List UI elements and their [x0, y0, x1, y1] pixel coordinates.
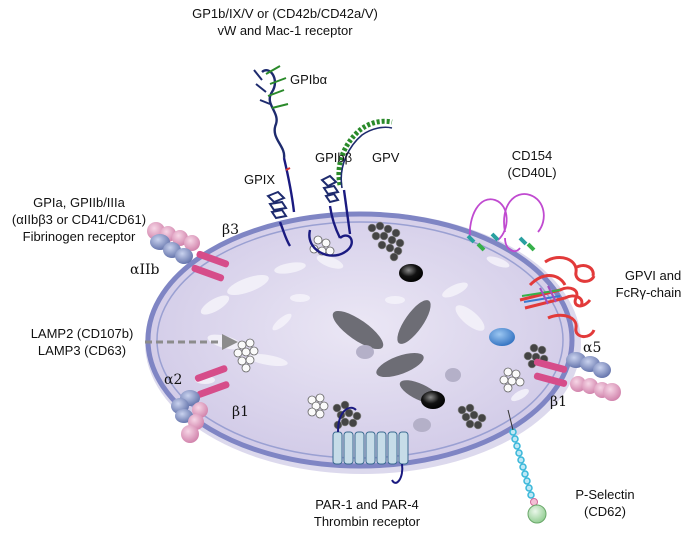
gpib-alpha-label: GPIbα: [290, 72, 328, 87]
gpix-label: GPIX: [244, 172, 276, 187]
gpvi-label-line2: FcRγ-chain: [615, 285, 682, 300]
beta1-left-label: β1: [232, 404, 250, 420]
gpib-alpha-protein: [253, 65, 296, 213]
gpia-label-line3: Fibrinogen receptor: [22, 229, 136, 244]
lamp-label-line1: LAMP2 (CD107b): [30, 326, 134, 341]
alpha-iib-label: αIIb: [130, 262, 160, 278]
p-selectin-lectin-domain: [527, 504, 547, 524]
p-selectin-egf: [530, 498, 538, 506]
integrin-a2-b1: [171, 365, 230, 443]
gpib-beta-label: GPIbβ: [315, 150, 353, 165]
par-receptor: [332, 406, 409, 484]
p-selectin-chain: [509, 428, 535, 499]
par-label-line2: Thrombin receptor: [313, 514, 421, 529]
alpha5-label: α5: [583, 340, 602, 356]
cd154-label-line1: CD154: [511, 148, 553, 163]
integrin-a5-b1: [533, 352, 621, 401]
gp1b-title-line1: GP1b/IX/V or (CD42b/CD42a/V): [192, 6, 378, 21]
fcr-gamma-chain: [521, 285, 561, 305]
alpha-granule-clusters: [332, 221, 549, 430]
gpia-label-line1: GPIa, GPIIb/IIIa: [33, 195, 125, 210]
beta1-right-label: β1: [550, 394, 568, 410]
par-label-line1: PAR-1 and PAR-4: [315, 497, 419, 512]
lamp-label-line2: LAMP3 (CD63): [37, 343, 127, 358]
p-selectin-label-line2: (CD62): [584, 504, 626, 519]
p-selectin-label-line1: P-Selectin: [575, 487, 635, 502]
gpvi-label-line1: GPVI and: [624, 268, 682, 283]
cd154-label-line2: (CD40L): [507, 165, 557, 180]
gpib-beta-gpix-proteins: [266, 174, 353, 257]
gpia-label-line2: (αIIbβ3 or CD41/CD61): [11, 212, 147, 227]
gpv-label: GPV: [372, 150, 400, 165]
beta3-label: β3: [222, 222, 240, 238]
gpvi-receptor: [519, 256, 596, 338]
blue-granule: [489, 328, 515, 346]
alpha2-label: α2: [164, 372, 183, 388]
gp1b-title-line2: vW and Mac-1 receptor: [217, 23, 353, 38]
cd154-protein: [466, 193, 545, 252]
integrin-aiib-b3: [147, 222, 230, 282]
lamp-arrow: [145, 334, 238, 350]
p-selectin-anchor: [507, 409, 514, 431]
dense-granules: [399, 264, 445, 409]
lamp-vesicle-clusters: [233, 235, 525, 419]
open-canalicular-system: [195, 255, 529, 402]
gpv-protein: [336, 118, 393, 235]
